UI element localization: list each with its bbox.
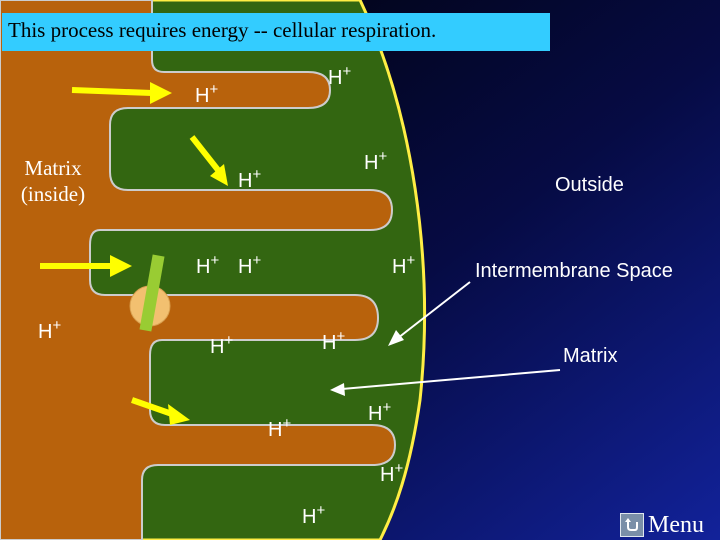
matrix-inside-label: Matrix (inside) — [8, 155, 98, 207]
menu-button[interactable]: Menu — [620, 510, 718, 540]
slide-title: This process requires energy -- cellular… — [2, 13, 550, 51]
matrix-inside-line-1: Matrix — [24, 156, 82, 180]
matrix-region-inner-membrane — [0, 0, 397, 540]
menu-label: Menu — [648, 511, 704, 538]
pointer-arrows — [330, 281, 561, 396]
matrix-inside-line-2: (inside) — [20, 182, 86, 206]
matrix-label: Matrix — [563, 345, 618, 367]
proton-arrows — [40, 82, 228, 425]
pointer-matrix — [330, 369, 561, 396]
arrow-2 — [189, 135, 228, 186]
arrow-3 — [40, 255, 132, 277]
outside-label: Outside — [555, 174, 624, 196]
arrow-1 — [71, 82, 172, 104]
pointer-intermembrane — [388, 281, 471, 346]
return-arrow-icon — [620, 513, 644, 537]
arrow-4 — [131, 397, 190, 425]
intermembrane-space-label: Intermembrane Space — [475, 260, 673, 282]
atp-synthase — [129, 254, 171, 332]
